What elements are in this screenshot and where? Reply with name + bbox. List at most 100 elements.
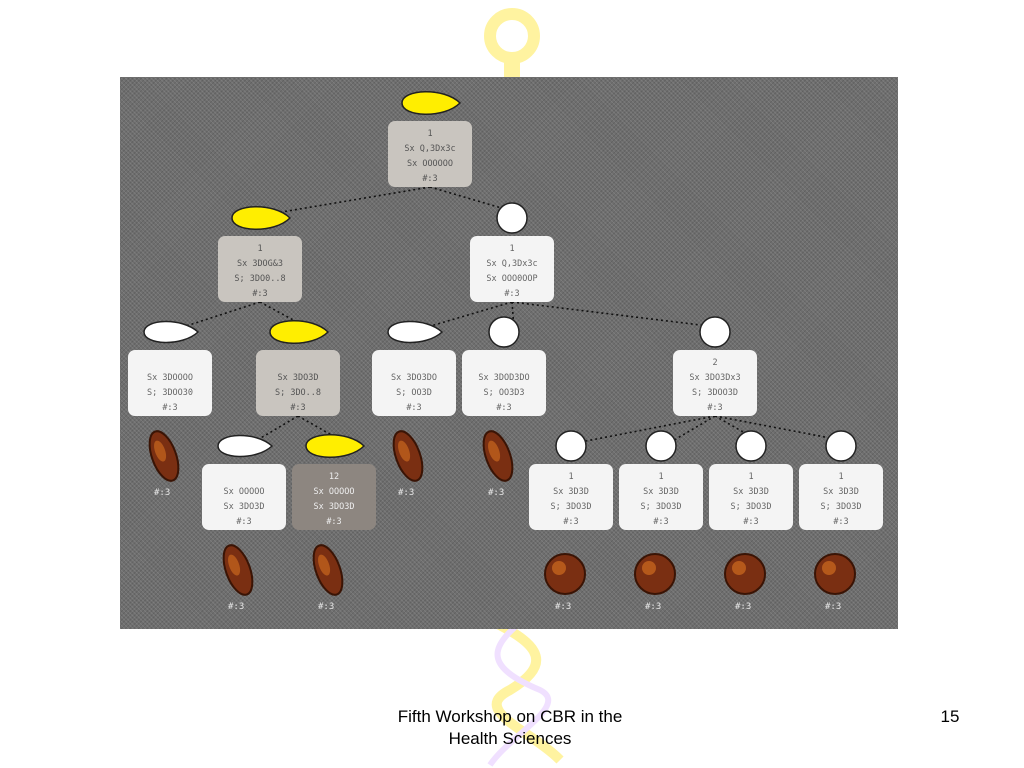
seed-photo-highlight [732,561,746,575]
tree-node-n2: 1 Sx Q,3Dx3c Sx OOO0OOP #:3 [470,236,554,302]
node-text-line: #:3 [422,174,438,184]
node-text-line: #:3 [653,517,669,527]
node-text-line: S; 3DO..8 [274,388,322,398]
node-text-line: Sx 3DO3D [223,502,265,512]
node-text-line: Sx 3D3D [823,487,859,497]
node-text-line: S; OO3D [396,388,432,398]
tree-edge [714,415,762,443]
tree-node-n11: 1 Sx 3D3D S; 3DO3D #:3 [619,464,703,530]
seed-shape-icon [387,320,444,344]
tree-node-n4: Sx 3DO3D S; 3DO..8 #:3 [256,350,340,416]
footer-title-line2: Health Sciences [448,729,572,748]
node-text-line: S; 3DO3D [640,502,682,512]
leaf-caption: #:3 [555,602,572,612]
node-text-line: #:3 [326,517,342,527]
leaf-caption: #:3 [735,602,752,612]
node-text-line: 1 [658,472,664,482]
node-text-line: 1 [838,472,844,482]
seed-shape-icon [825,430,857,462]
node-text-line: 2 [712,358,718,368]
node-text-line: Sx OOOOO [223,487,265,497]
tree-svg [143,91,857,596]
page-number: 15 [940,707,960,726]
seed-shape-icon [401,91,462,115]
node-text-line: Sx OOOOOO [406,159,454,169]
node-text-line: 1 [257,244,263,254]
node-text-line: S; OO3D3 [483,388,525,398]
node-text-line: Sx 3DO3D [277,373,319,383]
node-text-line: Sx Q,3Dx3c [486,259,538,269]
seed-shape-icon [231,206,292,230]
node-text-line: Sx 3DOG&3 [236,259,284,269]
node-text-line: #:3 [563,517,579,527]
seed-photo-highlight [642,561,656,575]
leaf-caption: #:3 [488,488,505,498]
tree-edge [429,186,523,215]
node-text-line: Sx 3D3D [733,487,769,497]
seed-photo-icon [634,553,676,595]
leaf-caption: #:3 [154,488,171,498]
seed-shape-icon [645,430,677,462]
seed-shape-icon [555,430,587,462]
node-text-line: Sx OOO0OOP [486,274,538,284]
leaf-caption: #:3 [398,488,415,498]
node-text-line: S; 3DOO30 [146,388,194,398]
seed-shape-icon [143,320,200,344]
node-text-line: S; 3DOO3D [691,388,739,398]
node-text-line: S; 3DO3D [730,502,772,512]
node-text-line: Sx 3D3D [643,487,679,497]
leaf-caption: #:3 [318,602,335,612]
seed-shape-icon [269,320,330,344]
seed-photo-highlight [398,440,411,462]
node-text-line: #:3 [162,403,178,413]
tree-edge [670,415,716,443]
seed-photo-highlight [318,554,331,576]
node-text-line: #:3 [743,517,759,527]
node-text-line: #:3 [504,289,520,299]
node-text-line [376,356,452,371]
tree-node-n3: Sx 3DOOOO S; 3DOO30 #:3 [128,350,212,416]
tree-edge [179,301,261,329]
footer-title-line1: Fifth Workshop on CBR in the [397,707,623,726]
node-text-line [466,356,542,371]
node-text-line: Sx 3DOOOO [146,373,194,383]
leaf-caption: #:3 [645,602,662,612]
node-text-line: Sx Q,3Dx3c [404,144,456,154]
node-text-line: Sx 3DO3DO [390,373,438,383]
leaf-caption: #:3 [228,602,245,612]
node-text-line [132,356,208,371]
node-text-line: 1 [509,244,515,254]
tree-edge [423,301,513,329]
seed-shape-icon [735,430,767,462]
seed-shape-icon [305,434,366,458]
seed-photo-highlight [822,561,836,575]
node-text-line: Sx 3DO3D [313,502,355,512]
tree-node-root: 1 Sx Q,3Dx3c Sx OOOOOO #:3 [388,121,472,187]
tree-node-n7: 2 Sx 3DO3Dx3 S; 3DOO3D #:3 [673,350,757,416]
node-text-line: S; 3DO3D [550,502,592,512]
seed-photo-highlight [488,440,501,462]
tree-edge [269,186,431,215]
seed-photo-highlight [552,561,566,575]
node-text-line: Sx 3DOD3DO [478,373,530,383]
node-text-line: #:3 [707,403,723,413]
node-text-line: Sx OOOOO [313,487,355,497]
node-text-line: #:3 [833,517,849,527]
seed-shape-icon [217,434,274,458]
node-text-line: 1 [568,472,574,482]
node-text-line [260,356,336,371]
node-text-line: #:3 [290,403,306,413]
node-text-line: 1 [427,129,433,139]
node-text-line: Sx 3DO3Dx3 [689,373,741,383]
seed-shape-icon [496,202,528,234]
node-text-line: #:3 [252,289,268,299]
seed-photo-icon [814,553,856,595]
node-text-line: 12 [328,472,340,482]
seed-photo-highlight [154,440,167,462]
